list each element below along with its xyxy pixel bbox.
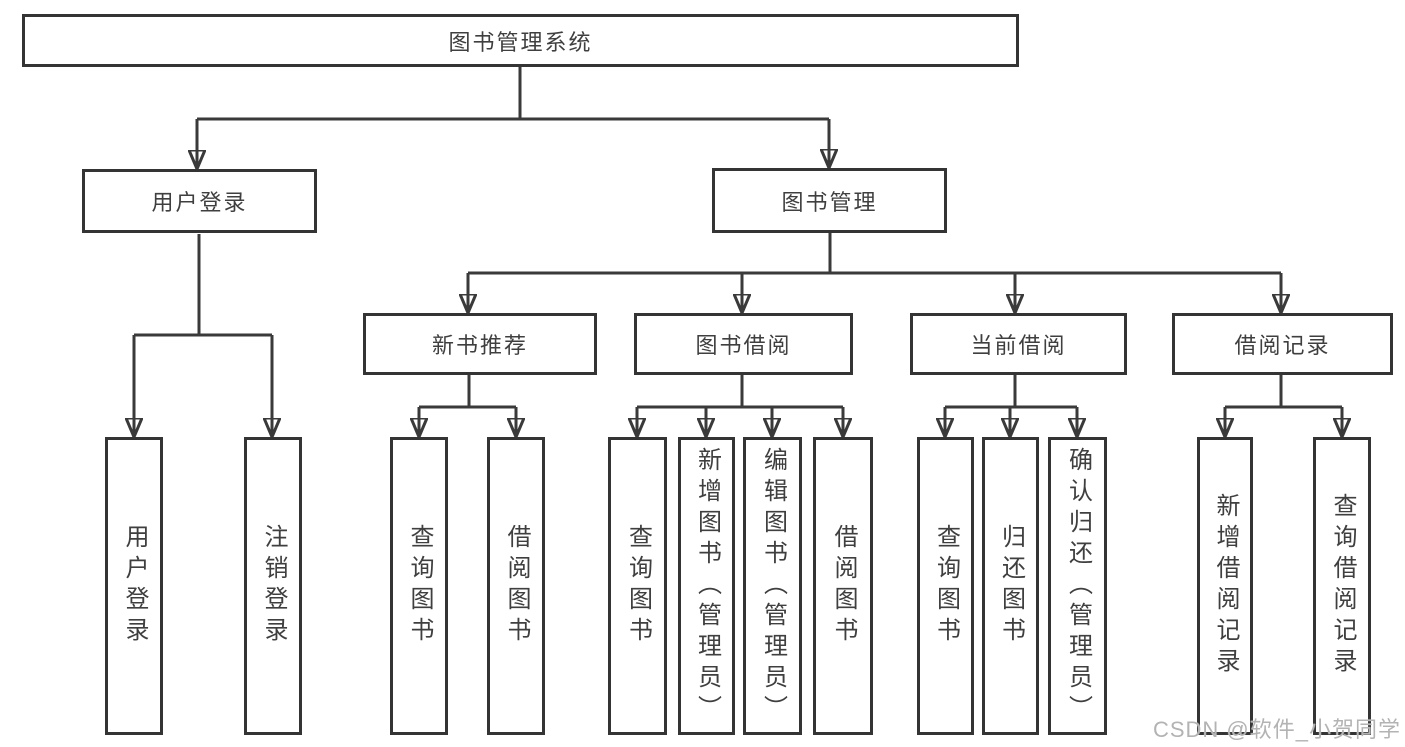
leaf-rec-borrow-books: 借阅图书 — [487, 437, 545, 735]
node-book-borrowing: 图书借阅 — [634, 313, 853, 375]
leaf-cb-query-books: 查询图书 — [917, 437, 974, 735]
leaf-rec-borrow-books-label: 借阅图书 — [503, 524, 530, 648]
leaf-logout: 注销登录 — [244, 437, 302, 735]
leaf-cb-return-books-label: 归还图书 — [997, 524, 1025, 648]
leaf-br-add-record-label: 新增借阅记录 — [1212, 493, 1239, 679]
leaf-cb-confirm-return-admin-label: 确认归还（管理员） — [1064, 446, 1092, 726]
leaf-bb-query-books: 查询图书 — [608, 437, 667, 735]
node-current-borrowing: 当前借阅 — [910, 313, 1127, 375]
connector-bookmgmt-to-level3 — [468, 233, 1281, 275]
connector-records-to-leaves — [1225, 375, 1342, 409]
node-book-management-label: 图书管理 — [781, 189, 878, 215]
connector-rec-to-leaves — [419, 375, 516, 409]
connector-userlogin-to-leaves — [134, 234, 272, 337]
leaf-br-query-record-label: 查询借阅记录 — [1329, 493, 1356, 679]
leaf-br-add-record: 新增借阅记录 — [1197, 437, 1253, 735]
leaf-bb-borrow-books-label: 借阅图书 — [830, 524, 857, 648]
node-root-system: 图书管理系统 — [22, 14, 1019, 67]
leaf-user-login: 用户登录 — [105, 437, 163, 735]
connector-borrow-to-leaves — [637, 375, 843, 409]
leaf-br-query-record: 查询借阅记录 — [1313, 437, 1371, 735]
connector-current-to-leaves — [945, 375, 1077, 409]
node-book-borrowing-label: 图书借阅 — [695, 333, 792, 358]
leaf-bb-add-books-admin-label: 新增图书（管理员） — [693, 446, 721, 726]
leaf-cb-return-books: 归还图书 — [982, 437, 1039, 735]
leaf-rec-query-books-label: 查询图书 — [406, 524, 433, 648]
node-user-login-branch: 用户登录 — [82, 169, 317, 233]
node-new-book-recommend-label: 新书推荐 — [431, 333, 528, 358]
leaf-logout-label: 注销登录 — [260, 524, 287, 648]
leaf-bb-borrow-books: 借阅图书 — [813, 437, 873, 735]
leaf-user-login-label: 用户登录 — [121, 524, 148, 648]
node-current-borrowing-label: 当前借阅 — [970, 333, 1067, 358]
node-new-book-recommend: 新书推荐 — [363, 313, 597, 375]
node-borrow-records: 借阅记录 — [1172, 313, 1393, 375]
leaf-bb-edit-books-admin-label: 编辑图书（管理员） — [759, 446, 787, 726]
leaf-bb-add-books-admin: 新增图书（管理员） — [678, 437, 735, 735]
node-borrow-records-label: 借阅记录 — [1234, 333, 1331, 358]
node-user-login-branch-label: 用户登录 — [151, 190, 248, 215]
connector-root-to-level2 — [197, 67, 829, 121]
node-book-management: 图书管理 — [712, 168, 947, 233]
leaf-bb-edit-books-admin: 编辑图书（管理员） — [743, 437, 802, 735]
leaf-rec-query-books: 查询图书 — [390, 437, 448, 735]
node-root-label: 图书管理系统 — [448, 29, 593, 55]
leaf-cb-query-books-label: 查询图书 — [932, 524, 960, 648]
leaf-bb-query-books-label: 查询图书 — [624, 524, 652, 648]
leaf-cb-confirm-return-admin: 确认归还（管理员） — [1048, 437, 1107, 735]
